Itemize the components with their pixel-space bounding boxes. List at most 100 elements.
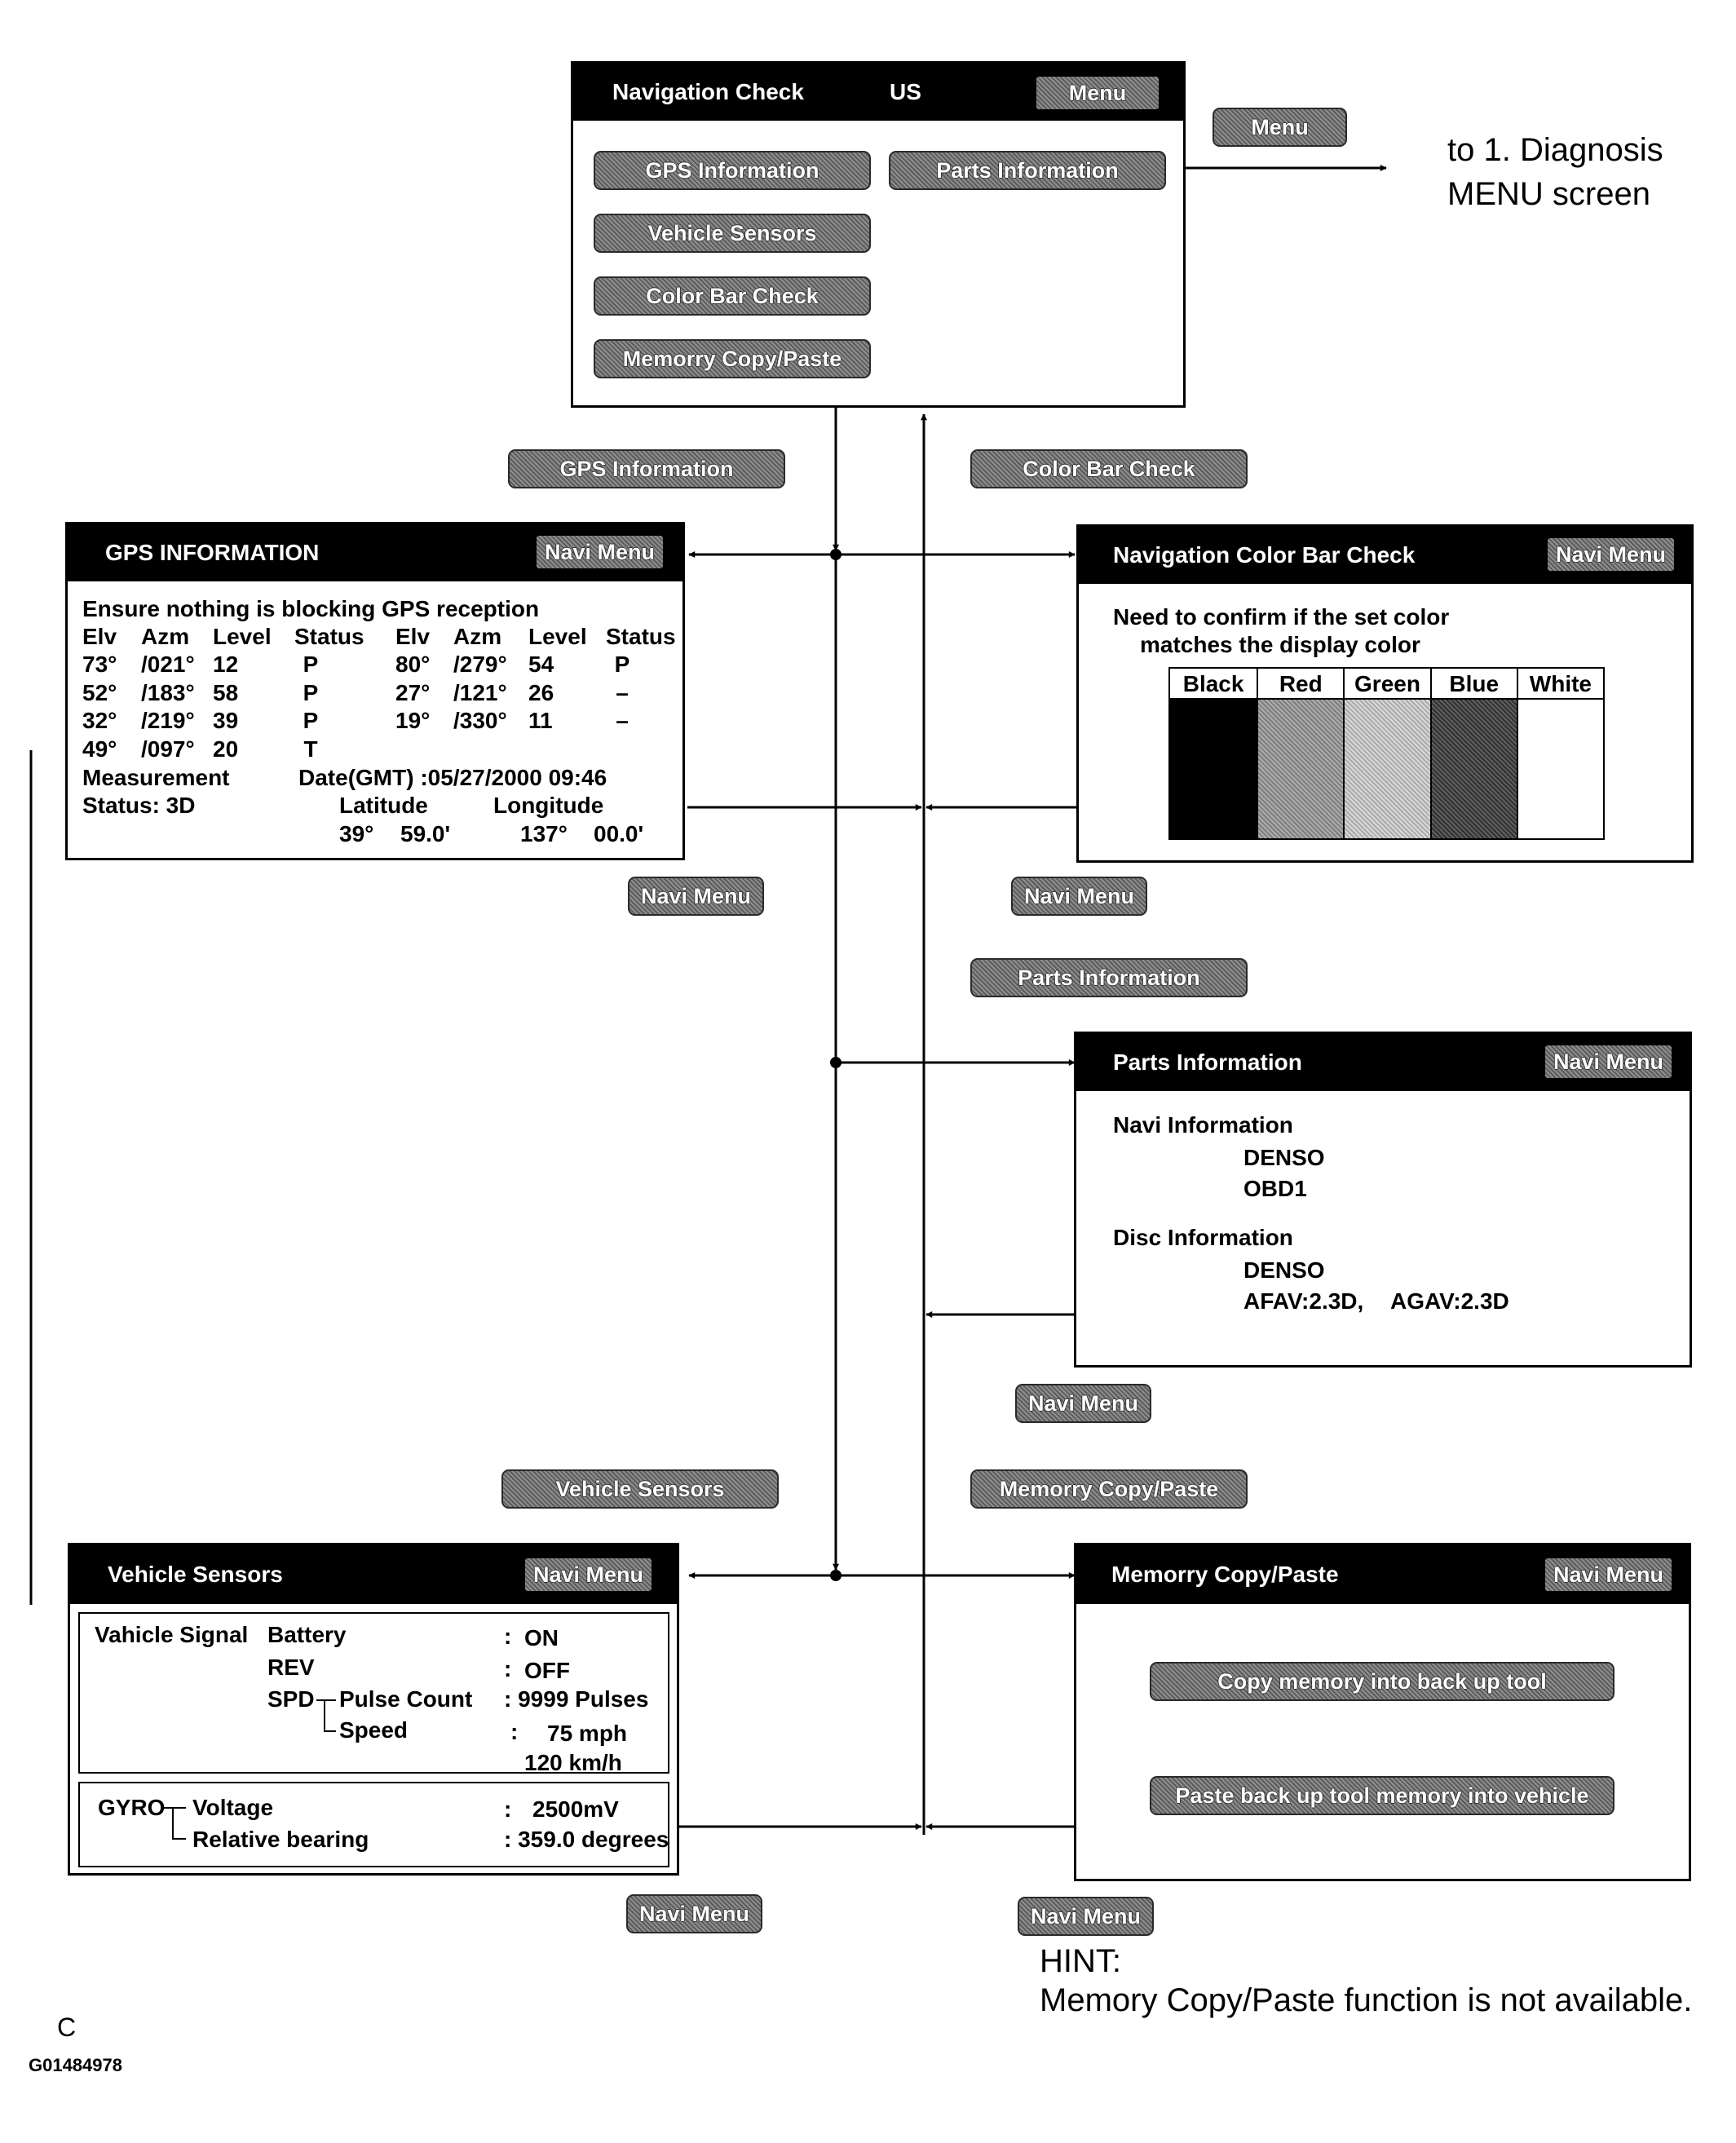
gps-column-header: Status <box>294 624 364 649</box>
junction-dot-bottom <box>830 1570 841 1581</box>
copy-memory-button[interactable]: Copy memory into back up tool <box>1150 1662 1615 1701</box>
disc-afav: AFAV:2.3D, <box>1243 1288 1364 1314</box>
color-bar-navi-menu-button[interactable]: Navi Menu <box>1548 538 1674 571</box>
color-bar-check-screen: Navigation Color Bar Check Navi Menu Nee… <box>1076 524 1694 863</box>
memory-titlebar: Memorry Copy/Paste Navi Menu <box>1076 1545 1689 1604</box>
color-swatch-blue: Blue <box>1429 669 1517 838</box>
gyro-panel: GYRO Voltage : 2500mV Relative bearing :… <box>78 1782 669 1867</box>
vehicle-sensors-flow-label: Vehicle Sensors <box>501 1469 779 1509</box>
gps-table-cell: 73° <box>82 652 117 677</box>
gps-table-cell: 58 <box>213 679 239 705</box>
color-swatch-red: Red <box>1257 669 1344 838</box>
gps-column-header: Level <box>213 624 272 649</box>
voltage-label: Voltage <box>192 1795 274 1820</box>
gps-table-cell: /121° <box>453 679 507 705</box>
latitude-minutes: 59.0' <box>400 821 451 846</box>
parts-information-flow-label: Parts Information <box>970 958 1248 997</box>
memory-copy-paste-flow-label: Memorry Copy/Paste <box>970 1469 1248 1509</box>
gps-column-header: Azm <box>141 624 190 649</box>
sensors-navi-menu-return-label: Navi Menu <box>626 1894 762 1933</box>
gps-table-cell: 49° <box>82 736 117 762</box>
relative-bearing-value: : 359.0 degrees <box>504 1827 669 1852</box>
parts-titlebar: Parts Information Navi Menu <box>1076 1034 1690 1091</box>
gps-status: Status: 3D <box>82 793 196 818</box>
color-swatch-green: Green <box>1343 669 1430 838</box>
gps-navi-menu-button[interactable]: Navi Menu <box>537 536 663 568</box>
longitude-label: Longitude <box>493 793 604 818</box>
navi-maker: DENSO <box>1243 1145 1325 1170</box>
color-bar-check-button[interactable]: Color Bar Check <box>594 276 871 316</box>
sensors-titlebar: Vehicle Sensors Navi Menu <box>70 1545 677 1604</box>
parts-navi-menu-return-label: Navi Menu <box>1015 1384 1151 1423</box>
gps-table-cell: 26 <box>528 679 554 705</box>
color-bar-navi-menu-return-label: Navi Menu <box>1011 877 1147 916</box>
sensors-navi-menu-button[interactable]: Navi Menu <box>525 1558 652 1591</box>
gps-column-header: Level <box>528 624 587 649</box>
gps-information-flow-label: GPS Information <box>508 449 785 488</box>
color-swatch-label: Green <box>1345 669 1430 700</box>
voltage-colon: : <box>504 1796 512 1822</box>
relative-bearing-label: Relative bearing <box>192 1827 369 1852</box>
gps-information-button[interactable]: GPS Information <box>594 151 871 190</box>
battery-value: ON <box>524 1625 559 1650</box>
memory-title: Memorry Copy/Paste <box>1111 1562 1339 1587</box>
gps-column-header: Elv <box>395 624 431 649</box>
disc-agav: AGAV:2.3D <box>1390 1288 1509 1314</box>
gps-table-cell: P <box>303 652 319 677</box>
gps-table-cell: P <box>303 708 319 733</box>
color-bar-titlebar: Navigation Color Bar Check Navi Menu <box>1079 527 1691 584</box>
gps-table-cell: 39 <box>213 708 239 733</box>
parts-information-screen: Parts Information Navi Menu Navi Informa… <box>1074 1032 1692 1368</box>
color-bar-check-flow-label: Color Bar Check <box>970 449 1248 488</box>
gps-table-cell: /330° <box>453 708 507 733</box>
gps-table-cell: P <box>614 652 630 677</box>
pulse-count-label: Pulse Count <box>339 1686 473 1712</box>
gps-column-header: Status <box>606 624 676 649</box>
gps-table-cell: /279° <box>453 652 507 677</box>
navigation-check-screen: Navigation Check US Menu GPS Information… <box>571 61 1186 408</box>
speed-label: Speed <box>339 1717 409 1743</box>
junction-dot-middle <box>830 1057 841 1068</box>
color-swatch-fill <box>1345 700 1430 838</box>
color-swatch-fill <box>1170 700 1257 838</box>
region-label: US <box>890 79 921 104</box>
spd-bracket <box>316 1699 336 1732</box>
parts-information-button[interactable]: Parts Information <box>889 151 1166 190</box>
vehicle-signal-label: Vahicle Signal <box>95 1622 249 1647</box>
pulse-count-value: : 9999 Pulses <box>504 1686 649 1712</box>
speed-colon: : <box>510 1719 519 1744</box>
rev-colon: : <box>504 1656 512 1681</box>
gps-measurement-label: Measurement <box>82 765 230 790</box>
memory-navi-menu-button[interactable]: Navi Menu <box>1545 1558 1672 1591</box>
gyro-label: GYRO <box>98 1795 166 1820</box>
sensors-title: Vehicle Sensors <box>108 1562 283 1587</box>
color-swatch-white: White <box>1516 669 1603 838</box>
vehicle-signal-panel: Vahicle Signal Battery : ON REV : OFF SP… <box>78 1612 669 1774</box>
vehicle-sensors-button[interactable]: Vehicle Sensors <box>594 214 871 253</box>
longitude-degrees: 137° <box>520 821 568 846</box>
rev-value: OFF <box>524 1658 570 1683</box>
menu-exit-label: Menu <box>1213 108 1347 147</box>
parts-title: Parts Information <box>1113 1049 1302 1075</box>
color-swatch-label: White <box>1517 669 1603 700</box>
color-bar-instruction-line2: matches the display color <box>1140 632 1420 657</box>
diagnosis-target-line2: MENU screen <box>1447 176 1650 212</box>
paste-memory-button[interactable]: Paste back up tool memory into vehicle <box>1150 1776 1615 1815</box>
memory-copy-paste-button[interactable]: Memorry Copy/Paste <box>594 339 871 378</box>
gps-column-header: Azm <box>453 624 502 649</box>
gps-table-cell: – <box>616 679 629 705</box>
color-swatch-label: Red <box>1258 669 1344 700</box>
navi-information-label: Navi Information <box>1113 1112 1293 1138</box>
gps-table-cell: T <box>303 736 318 762</box>
spd-label: SPD <box>267 1686 315 1712</box>
memory-navi-menu-return-label: Navi Menu <box>1018 1897 1154 1936</box>
disc-maker: DENSO <box>1243 1257 1325 1283</box>
battery-label: Battery <box>267 1622 347 1647</box>
menu-button[interactable]: Menu <box>1036 77 1159 109</box>
parts-navi-menu-button[interactable]: Navi Menu <box>1545 1045 1672 1078</box>
gps-table-cell: 19° <box>395 708 431 733</box>
gps-table-cell: /219° <box>141 708 195 733</box>
corner-letter: C <box>57 2013 77 2042</box>
junction-dot-top <box>830 549 841 560</box>
